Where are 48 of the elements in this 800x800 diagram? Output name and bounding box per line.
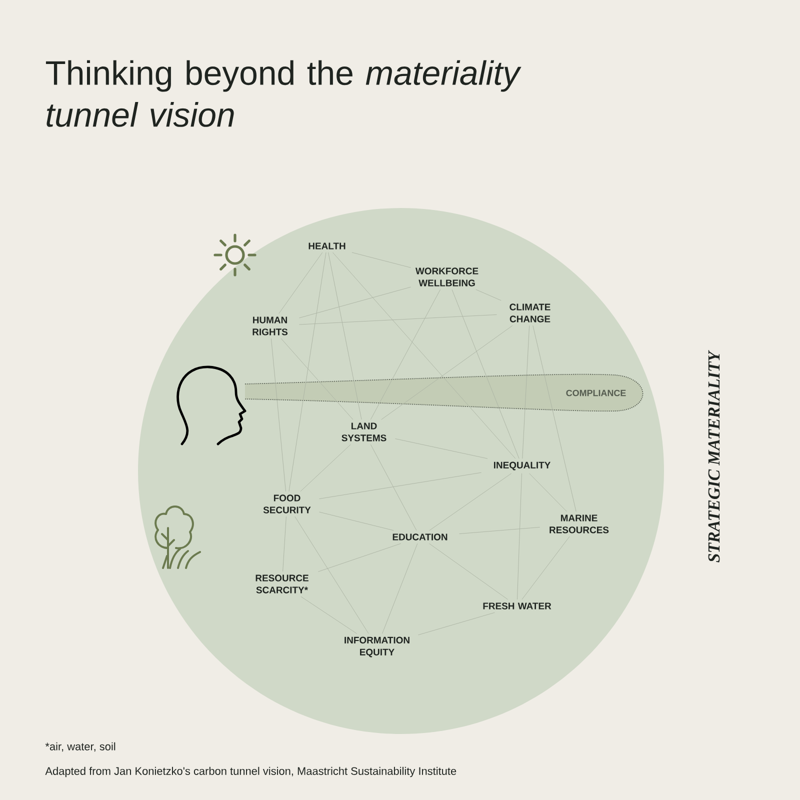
topic-label: EDUCATION [392,534,448,540]
caption: Adapted from Jan Konietzko's carbon tunnel vision, Maastricht Sustainability Institute [45,766,456,778]
topic-label: FRESH WATER [483,602,552,610]
connector-line [318,472,482,500]
connector-line [517,473,522,600]
connector-line [332,252,516,459]
connector-line [381,325,513,420]
connector-line [529,473,568,512]
connector-line [280,338,354,420]
connector-line [429,473,512,531]
connector-line [288,252,326,492]
connector-line [476,289,502,301]
connector-line [418,612,495,636]
connector-line [382,543,418,634]
connector-line [458,526,540,534]
connector-line [298,314,498,325]
topic-label: INEQUALITY [494,462,550,470]
connector-line [300,444,351,492]
topic-label: HEALTH [308,242,346,250]
connector-line [522,536,570,600]
connector-line [352,252,412,268]
connector-line [318,543,402,572]
connector-line [394,438,488,459]
connector-line [328,252,362,420]
connector-line [298,286,412,318]
topic-label: LAND SYSTEMS [342,422,386,442]
connector-line [318,512,394,531]
topic-label: HUMAN RIGHTS [252,316,288,336]
connector-line [428,543,508,600]
footnote: *air, water, soil [45,742,116,752]
connector-line [452,289,520,459]
topic-label: FOOD SECURITY [263,494,311,514]
topic-label: INFORMATION EQUITY [344,636,410,658]
connector-line [278,252,323,314]
connector-line [370,289,441,420]
connector-line [294,516,369,634]
connector-line [370,444,417,531]
topic-label: MARINE RESOURCES [550,514,609,534]
connector-line [300,596,358,634]
connector-line [532,325,576,512]
title: Thinking beyond the materiality tunnel vision [46,60,522,127]
connector-line [522,325,530,459]
tunnel-label: COMPLIANCE [566,390,626,396]
topic-label: WORKFORCE WELLBEING [415,268,478,286]
topic-label: CLIMATE CHANGE [510,304,550,322]
vertical-heading: STRATEGIC MATERIALITY [708,350,720,562]
connector-line [270,338,286,492]
topic-label: RESOURCE SCARCITY* [256,574,308,594]
